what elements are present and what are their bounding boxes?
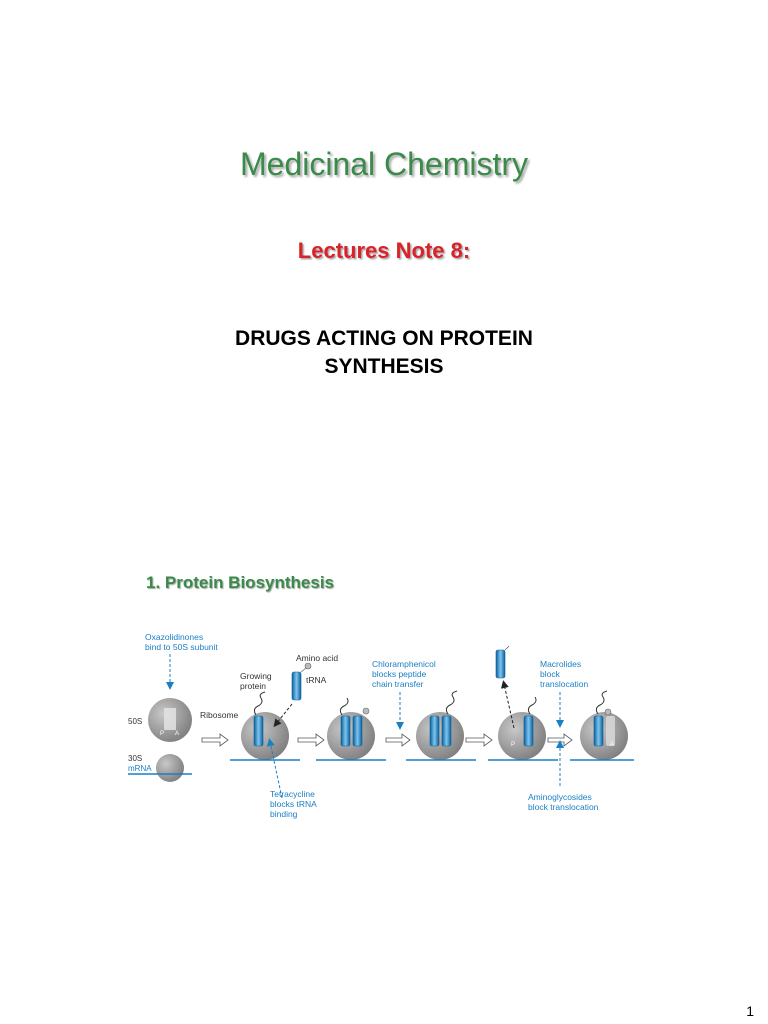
trna-entry-arrow [273,703,293,728]
stage-2-initiation: Ribosome Growing protein Amino acid tRNA… [200,653,338,819]
document-title: Medicinal Chemistry [239,146,529,182]
label-ribosome: Ribosome [200,710,239,720]
lecture-note-subtitle: Lectures Note 8: [297,238,471,263]
ribosome-5 [498,712,546,760]
trna-exit-arrow [500,680,515,729]
trna-p-2 [253,715,264,747]
stage-6-translocation: A [570,690,634,761]
growing-chain-4 [445,690,458,715]
stage-3-elongation [316,697,386,761]
exiting-trna [495,649,506,679]
label-oxazolidinones-2: bind to 50S subunit [145,642,218,652]
step-arrow-3 [385,733,411,747]
label-growing-1: Growing [240,671,272,681]
trna-p-6 [593,715,604,747]
ribosome-2 [241,712,289,760]
growing-chain-6 [595,690,608,715]
label-oxazolidinones-1: Oxazolidinones [145,632,203,642]
trna-a-5 [523,715,534,747]
empty-a-site-6 [606,716,615,746]
label-tetracycline-1: Tetracycline [270,789,315,799]
label-trna: tRNA [306,675,327,685]
heading-line-1: DRUGS ACTING ON PROTEIN [235,327,533,350]
page-number: 1 [746,1003,754,1019]
amino-acid-ball [304,662,312,670]
label-30s: 30S [128,754,142,763]
stage-4-peptide-transfer [406,690,476,761]
trna-a-4 [441,715,452,747]
step-arrow-1 [201,733,229,747]
label-mrna: mRNA [128,764,152,773]
label-tetracycline-2: blocks tRNA [270,799,317,809]
trna-p-3 [340,715,351,747]
label-aminoglycosides-2: block translocation [528,802,599,812]
label-growing-2: protein [240,681,266,691]
trna-a-3 [352,715,363,747]
growing-chain-3 [339,697,349,716]
label-tetracycline-3: binding [270,809,298,819]
step-arrow-2 [297,733,325,747]
step-arrow-4 [465,733,493,747]
main-heading: DRUGS ACTING ON PROTEIN SYNTHESIS [0,325,768,381]
label-chloramphenicol-1: Chloramphenicol [372,659,436,669]
50s-site-slot [164,708,176,730]
ribosome-3 [327,712,375,760]
tetracycline-arrow [266,738,283,799]
incoming-trna [291,671,302,701]
section-title: 1. Protein Biosynthesis [146,573,334,592]
label-chloramphenicol-3: chain transfer [372,679,424,689]
ribosome-4 [416,712,464,760]
exiting-trna-stem [504,645,510,651]
label-macrolides-1: Macrolides [540,659,581,669]
amino-acid-6 [604,708,612,716]
site-a-6: A [610,742,614,748]
label-macrolides-3: translocation [540,679,588,689]
30s-subunit [156,754,184,782]
site-p-5: P [511,742,515,748]
stage-5-trna-exit: P [488,645,558,761]
growing-chain-5 [527,696,537,715]
50s-site-p: P [160,731,164,737]
label-amino-acid: Amino acid [296,653,338,663]
50s-site-a: A [175,731,179,737]
label-50s: 50S [128,717,142,726]
label-aminoglycosides-1: Aminoglycosides [528,792,592,802]
growing-chain-2 [253,691,266,716]
amino-acid-3 [362,707,370,715]
label-macrolides-2: block [540,669,561,679]
amino-acid-link [300,667,307,673]
label-chloramphenicol-2: blocks peptide [372,669,427,679]
heading-line-2: SYNTHESIS [324,355,444,378]
diagram-svg: Oxazolidinones bind to 50S subunit P A 5… [128,632,634,819]
ribosome-6 [580,712,628,760]
trna-p-4 [429,715,440,747]
protein-synthesis-diagram: Oxazolidinones bind to 50S subunit P A 5… [120,620,650,835]
stage-1-subunits: Oxazolidinones bind to 50S subunit P A 5… [128,632,218,782]
